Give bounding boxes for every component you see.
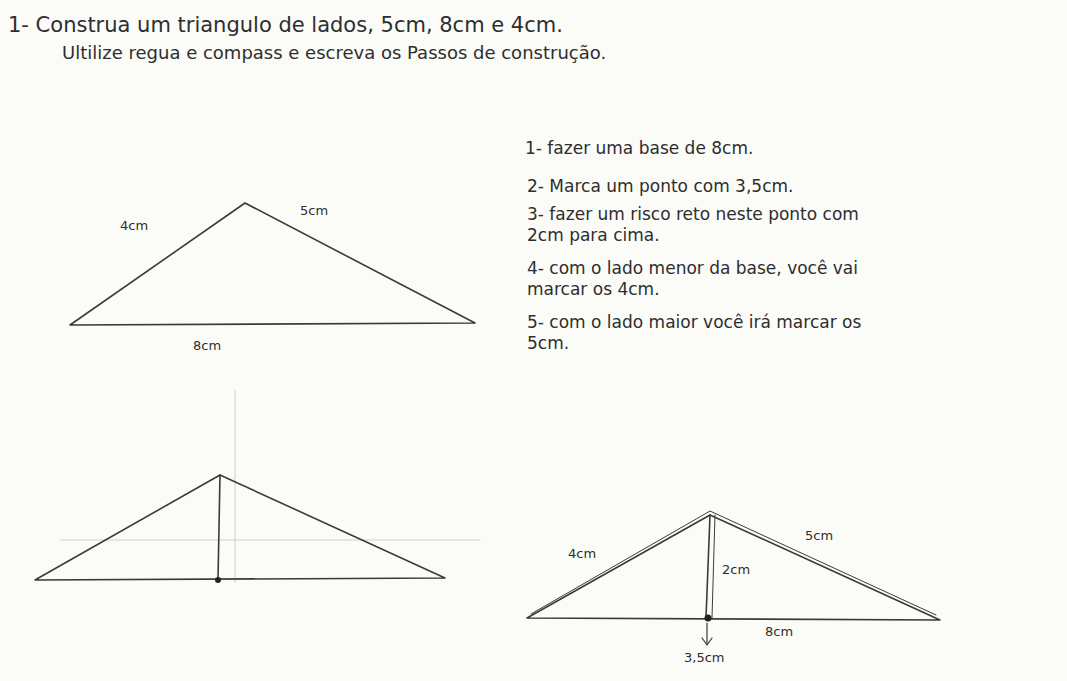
instruction-text: Ultilize regua e compass e escreva os Pa… <box>62 42 822 65</box>
dimension-label: 5cm <box>805 528 833 544</box>
arrow-head <box>702 638 712 645</box>
dimension-label: 4cm <box>568 546 596 562</box>
dimension-label: 2cm <box>722 562 750 578</box>
triangle-figure <box>531 511 936 615</box>
dimension-label: 4cm <box>120 218 148 234</box>
height-line <box>712 515 715 618</box>
exercise-title: 1- Construa um triangulo de lados, 5cm, … <box>8 12 908 38</box>
step-text: 5- com o lado maior você irá marcar os 5… <box>527 312 872 355</box>
leader-line <box>706 623 707 644</box>
step-text: 2- Marca um ponto com 3,5cm. <box>527 176 957 197</box>
dimension-label: 8cm <box>193 338 221 354</box>
step-text: 3- fazer um risco reto neste ponto com 2… <box>527 204 872 247</box>
step-text: 1- fazer uma base de 8cm. <box>525 138 955 159</box>
point-mark <box>705 615 712 622</box>
point-mark <box>215 577 221 583</box>
dimension-label: 8cm <box>765 624 793 640</box>
guide-line <box>235 390 236 582</box>
guide-line <box>60 540 480 541</box>
dimension-label: 3,5cm <box>684 650 725 666</box>
triangle-figure <box>70 203 475 325</box>
triangle-figure <box>527 515 940 620</box>
height-line <box>706 515 710 618</box>
triangle-figure <box>35 475 445 580</box>
height-line <box>218 475 220 580</box>
dimension-label: 5cm <box>300 203 328 219</box>
step-text: 4- com o lado menor da base, você vai ma… <box>527 258 872 301</box>
